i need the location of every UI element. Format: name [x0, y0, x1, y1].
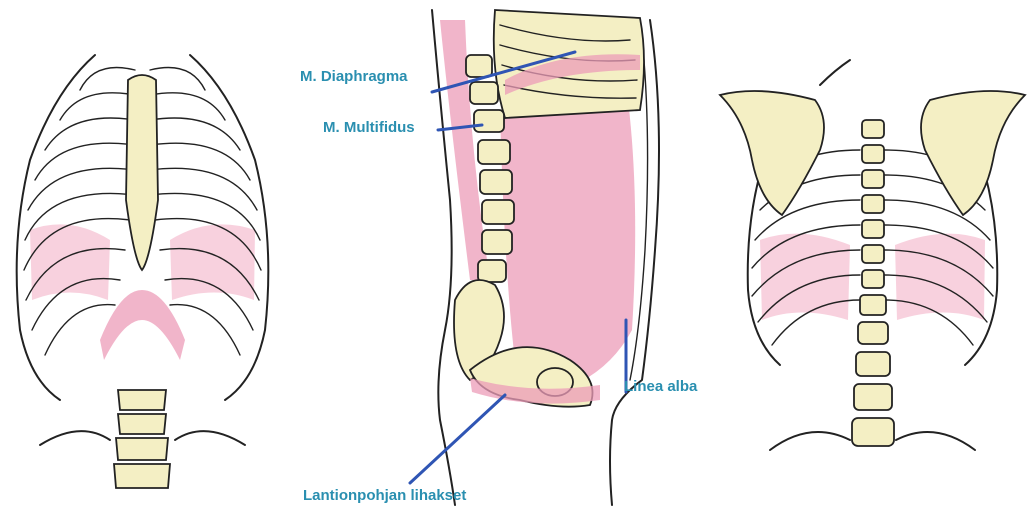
pelvic-floor-leader-line [410, 395, 505, 483]
multifidus-label: M. Multifidus [323, 119, 415, 136]
rib-cage-front-view [17, 55, 269, 488]
linea-alba-label: Linea alba [624, 378, 697, 395]
rib-cage-back-view [720, 60, 1025, 450]
pelvic-floor-label: Lantionpohjan lihakset [303, 487, 466, 504]
diaphragm-label: M. Diaphragma [300, 68, 408, 85]
